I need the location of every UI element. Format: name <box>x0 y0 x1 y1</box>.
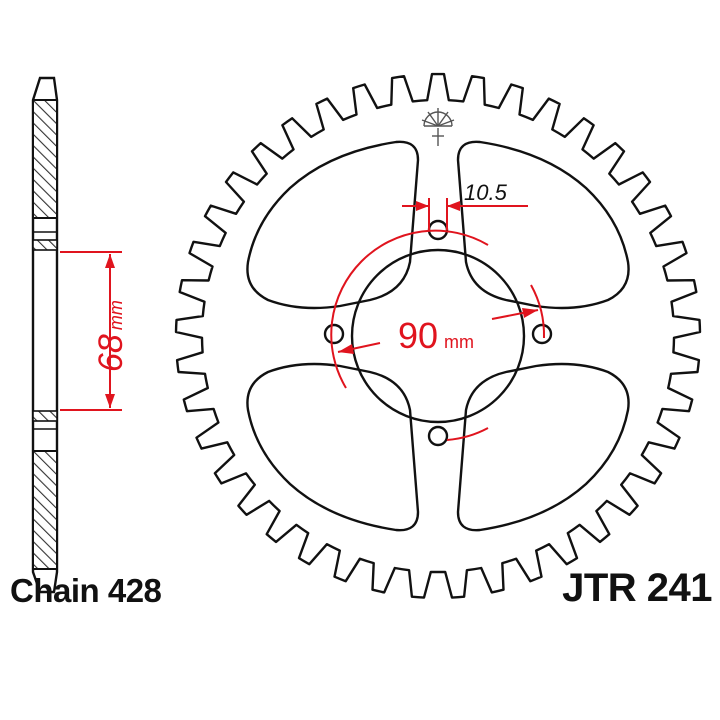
bolt-circle-arc <box>330 229 489 389</box>
cutout-bottom-left <box>246 362 420 532</box>
hub-width-label: 68mm <box>92 300 130 372</box>
bolt-circle-arc-bottom <box>446 427 489 441</box>
sprocket-outline <box>174 72 702 599</box>
profile-hatch-top <box>32 99 58 219</box>
profile-hatch-mid-bottom <box>32 410 58 422</box>
cutout-top-right <box>456 140 630 310</box>
bolt-holes <box>323 219 553 447</box>
cutout-bottom-right <box>456 362 630 532</box>
side-profile-view: 68mm <box>31 76 130 594</box>
lightening-cutouts <box>246 140 630 532</box>
bolt-hole-bottom <box>427 425 449 447</box>
chain-size-label: Chain 428 <box>10 572 162 609</box>
part-number-label: JTR 241 <box>562 566 712 610</box>
bolt-hole-left <box>323 323 345 345</box>
bolt-hole-dimension: 10.5 <box>402 180 528 230</box>
hub-width-dimension: 68mm <box>60 251 130 411</box>
bolt-circle-arc-right <box>530 284 546 339</box>
profile-hatch-bottom <box>32 450 58 570</box>
bolt-hole-label: 10.5 <box>464 180 508 205</box>
manufacturer-logo-icon <box>421 108 455 146</box>
cutout-top-left <box>246 140 420 310</box>
profile-hatch-mid-top <box>32 239 58 251</box>
center-bore <box>350 248 526 424</box>
bolt-hole-right <box>531 323 553 345</box>
